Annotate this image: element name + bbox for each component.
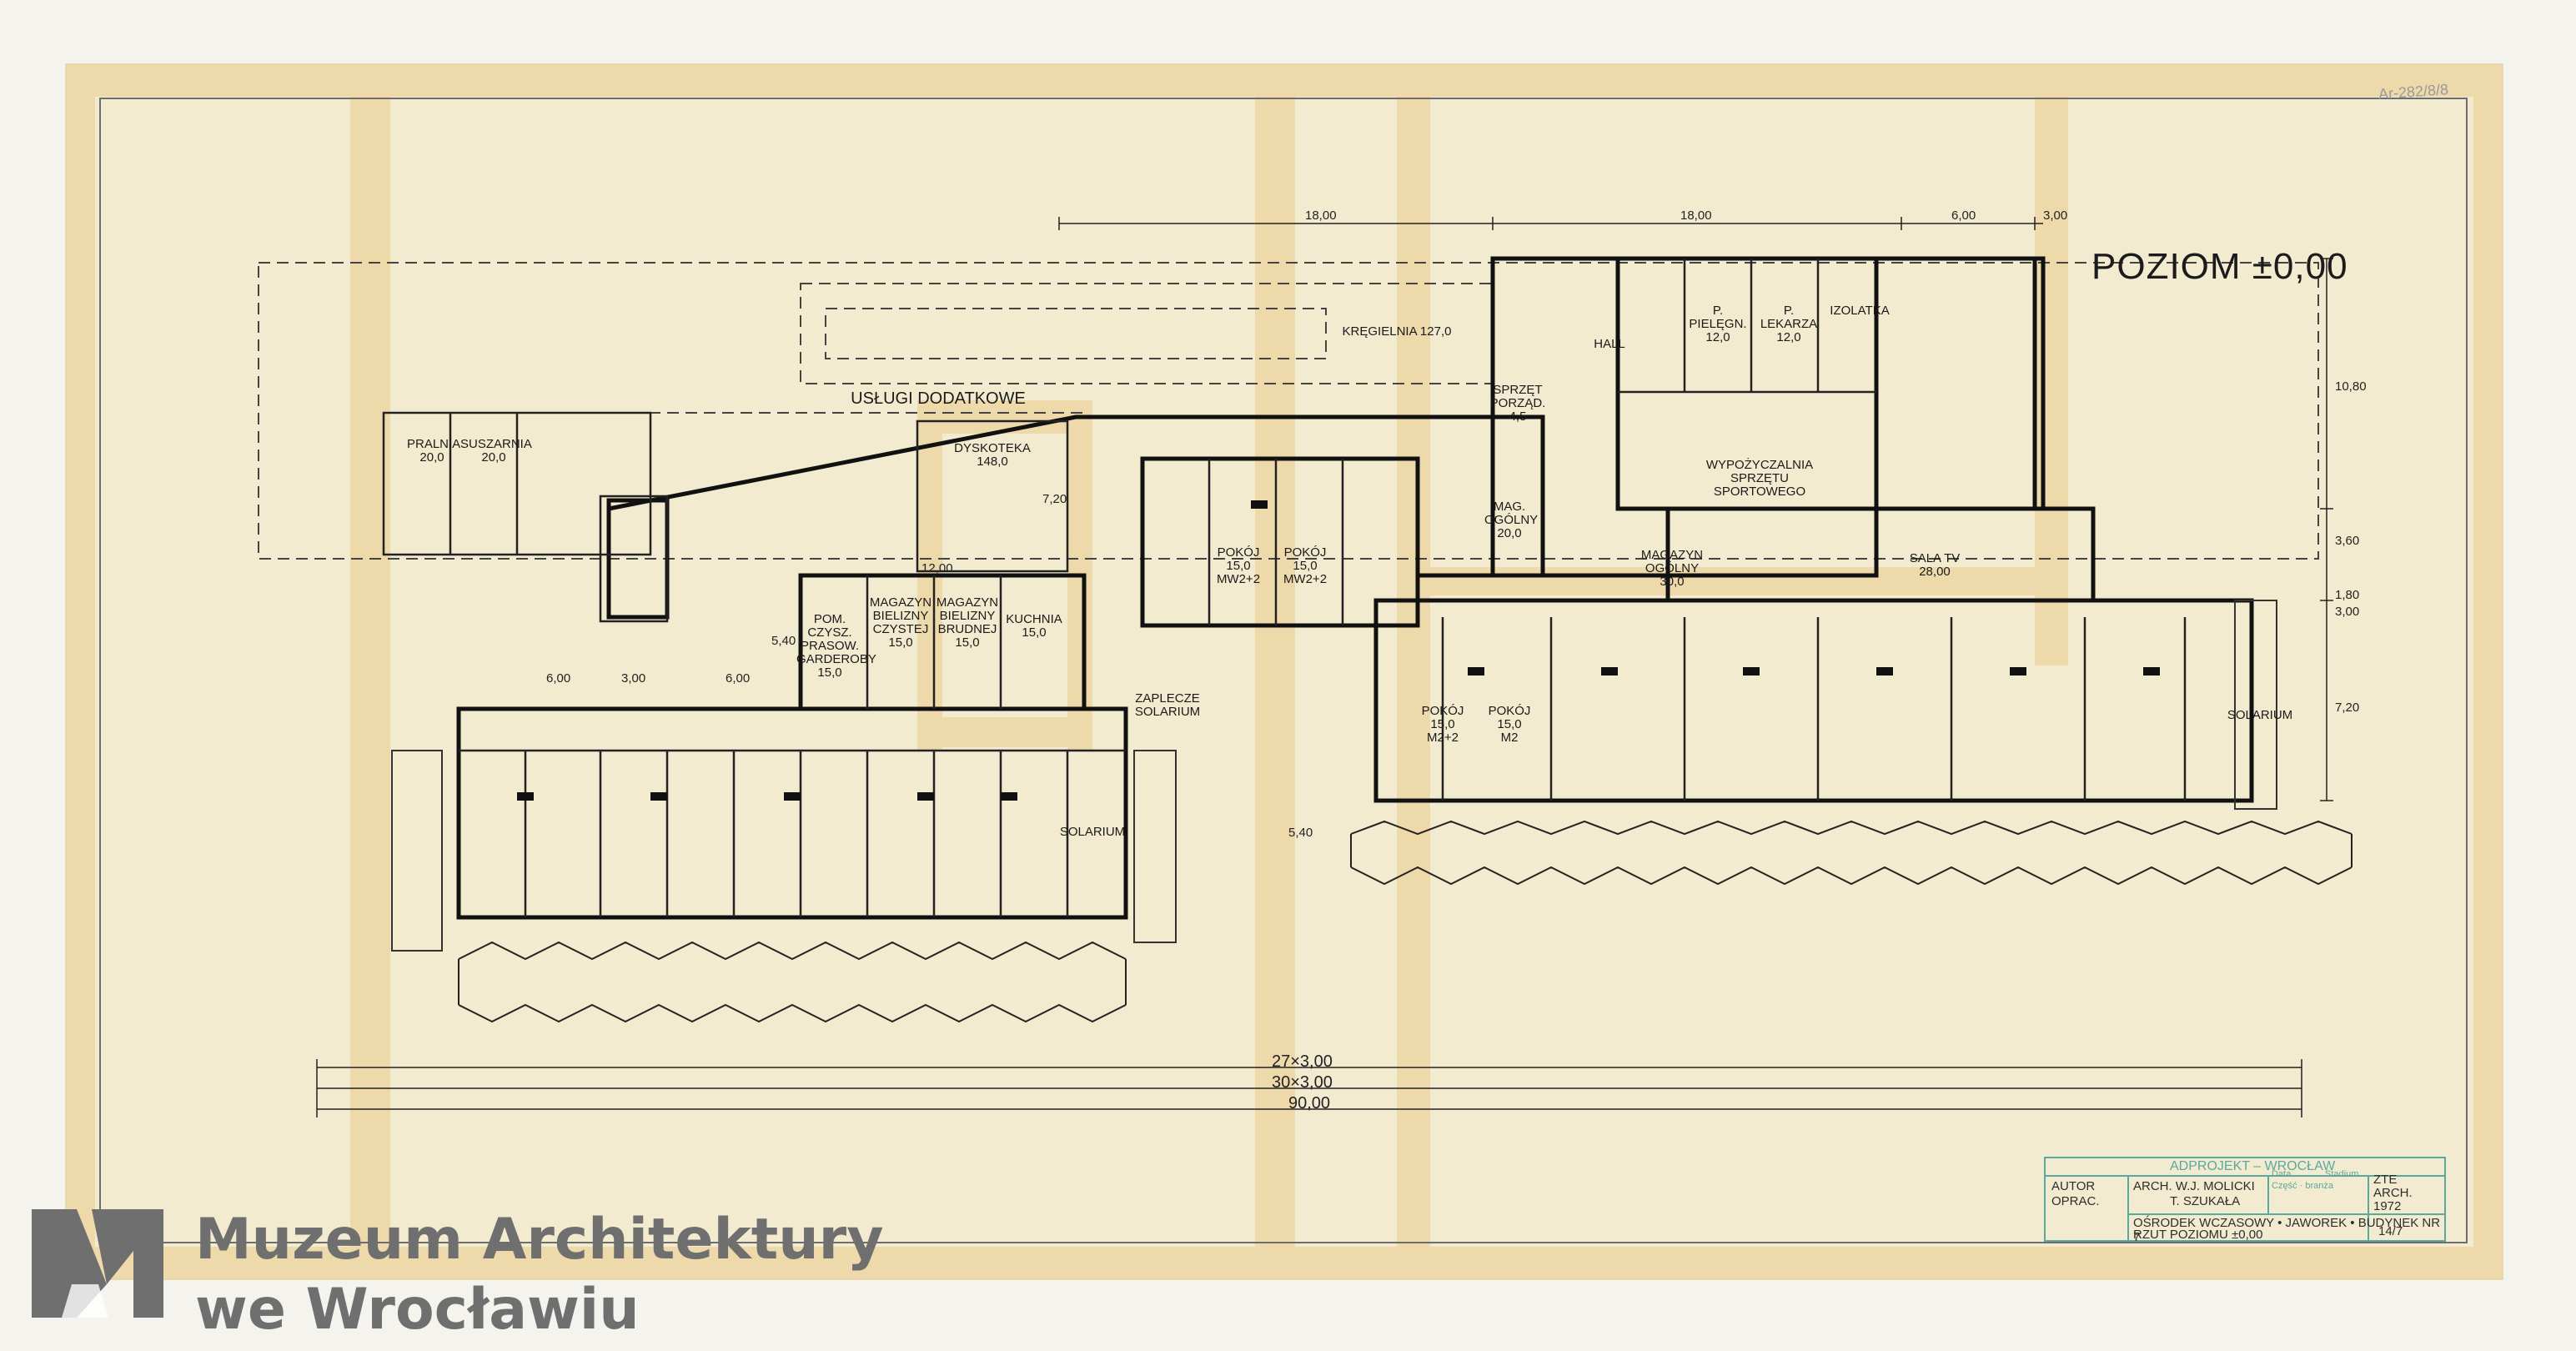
dim-bottom-1: 30×3,00 xyxy=(1272,1073,1333,1092)
plan-title: POZIOM ±0,00 xyxy=(2091,246,2348,287)
room-partitions xyxy=(382,259,2187,917)
room-label-mag-brudnej: MAGAZYN BIELIZNY BRUDNEJ 15,0 xyxy=(936,595,999,650)
room-label-magazyn-ogolny: MAGAZYN OGÓLNY 30,0 xyxy=(1640,548,1704,589)
drawing-frame xyxy=(99,98,2468,1243)
title-block-text: ADPROJEKT – WROCŁAW AUTOR OPRAC. ARCH. W… xyxy=(2045,1158,2445,1244)
dim-side-3: 3,00 xyxy=(2335,605,2360,619)
room-label-solarium-right: SOLARIUM xyxy=(2227,708,2293,722)
balcony-hatching xyxy=(391,600,2277,952)
stamp-date: 1972 xyxy=(2373,1199,2402,1213)
stamp-branza-label: Część · branża xyxy=(2272,1181,2333,1191)
stamp-autor-label: AUTOR xyxy=(2051,1179,2096,1193)
dim-side-1: 3,60 xyxy=(2335,534,2360,548)
room-label-suszarnia: SUSZARNIA 20,0 xyxy=(460,437,532,465)
logo-line-2: we Wrocławiu xyxy=(195,1277,640,1343)
stamp-stadium-label: Stadium xyxy=(2325,1169,2359,1179)
stamp-oprac-label: OPRAC. xyxy=(2051,1194,2100,1208)
title-block xyxy=(2044,1157,2446,1242)
stamp-sheet: 14/7 xyxy=(2378,1224,2403,1238)
dim-inner-1: 6,00 xyxy=(546,671,571,686)
stamp-branza: ARCH. xyxy=(2373,1186,2413,1200)
stamp-autor: ARCH. W.J. MOLICKI xyxy=(2133,1179,2255,1193)
room-label-hall: HALL xyxy=(1594,337,1625,351)
room-label-sprzet: SPRZĘT PORZĄD. 4,5 xyxy=(1489,383,1546,424)
room-label-izolatka: IZOLATKA xyxy=(1830,304,1890,318)
room-label-wypozyczalnia: WYPOŻYCZALNIA SPRZĘTU SPORTOWEGO xyxy=(1705,458,1814,499)
dim-inner-0: 12,00 xyxy=(921,561,953,575)
dim-inner-2: 3,00 xyxy=(621,671,646,686)
door-markers xyxy=(517,500,2160,801)
dim-top-1: 18,00 xyxy=(1680,208,1712,223)
room-label-mag-czystej: MAGAZYN BIELIZNY CZYSTEJ 15,0 xyxy=(869,595,932,650)
logo-line-1: Muzeum Architektury xyxy=(195,1207,884,1273)
stamp-oprac: T. SZUKAŁA xyxy=(2170,1194,2241,1208)
dim-inner-3: 6,00 xyxy=(726,671,751,686)
museum-logo: Muzeum Architektury we Wrocławiu xyxy=(32,1205,884,1345)
logo-mark-space xyxy=(32,1217,165,1333)
room-label-mag-ogolny: MAG. OGÓLNY 20,0 xyxy=(1484,500,1539,540)
logo-text: Muzeum Architektury we Wrocławiu xyxy=(195,1205,884,1345)
dim-side-0: 10,80 xyxy=(2335,379,2367,394)
room-label-solarium-left: SOLARIUM xyxy=(1059,825,1126,839)
stamp-header: ADPROJEKT – WROCŁAW xyxy=(2170,1159,2336,1173)
stamp-stadium: ZTE xyxy=(2373,1173,2398,1187)
stamp-project: OŚRODEK WCZASOWY • JAWOREK • BUDYNEK NR … xyxy=(2133,1216,2441,1244)
room-label-pokoj-mw-b: POKÓJ 15,0 MW2+2 xyxy=(1283,545,1328,586)
room-label-pom-czysz: POM. CZYSZ. PRASOW. GARDEROBY 15,0 xyxy=(796,612,876,680)
stamp-drawing: RZUT POZIOMU ±0,00 xyxy=(2133,1228,2263,1242)
room-label-kuchnia: KUCHNIA 15,0 xyxy=(1006,612,1062,640)
room-label-pokoj-m2: POKÓJ 15,0 M2 xyxy=(1488,704,1531,745)
room-label-pokoj-m22: POKÓJ 15,0 M2+2 xyxy=(1421,704,1464,745)
room-label-pielegn: P. PIELĘGN. 12,0 xyxy=(1689,304,1747,344)
dim-side-2: 1,80 xyxy=(2335,588,2360,602)
dim-top-3: 3,00 xyxy=(2043,208,2068,223)
dim-top-2: 6,00 xyxy=(1951,208,1976,223)
facade-zigzag-left xyxy=(458,941,1127,1023)
dim-top-0: 18,00 xyxy=(1305,208,1337,223)
facade-zigzag-right xyxy=(1350,820,2353,886)
dim-bottom-2: 90,00 xyxy=(1288,1094,1331,1112)
room-label-kregielnia: KRĘGIELNIA 127,0 xyxy=(1342,324,1452,339)
dim-inner-6: 5,40 xyxy=(1288,826,1313,840)
dim-bottom-0: 27×3,00 xyxy=(1272,1052,1333,1071)
room-label-pokoj-mw-a: POKÓJ 15,0 MW2+2 xyxy=(1216,545,1261,586)
dim-side-4: 7,20 xyxy=(2335,701,2360,715)
room-label-lekarza: P. LEKARZA 12,0 xyxy=(1760,304,1818,344)
dim-inner-4: 5,40 xyxy=(771,634,796,648)
room-label-pralnia: PRALNIA 20,0 xyxy=(407,437,461,465)
room-label-zaplecze-solarium: ZAPLECZE SOLARIUM xyxy=(1134,691,1201,719)
room-label-dyskoteka: DYSKOTEKA 148,0 xyxy=(954,441,1031,469)
dim-inner-5: 7,20 xyxy=(1042,492,1067,506)
stamp-date-label: Data xyxy=(2272,1169,2292,1179)
dimension-lines xyxy=(316,217,2333,1117)
room-label-uslugi: USŁUGI DODATKOWE xyxy=(851,389,1026,408)
adhesive-tape-strips xyxy=(67,65,2502,1278)
museum-logo-mark xyxy=(32,1209,163,1318)
room-label-sala-tv: SALA TV 28,00 xyxy=(1909,551,1961,579)
